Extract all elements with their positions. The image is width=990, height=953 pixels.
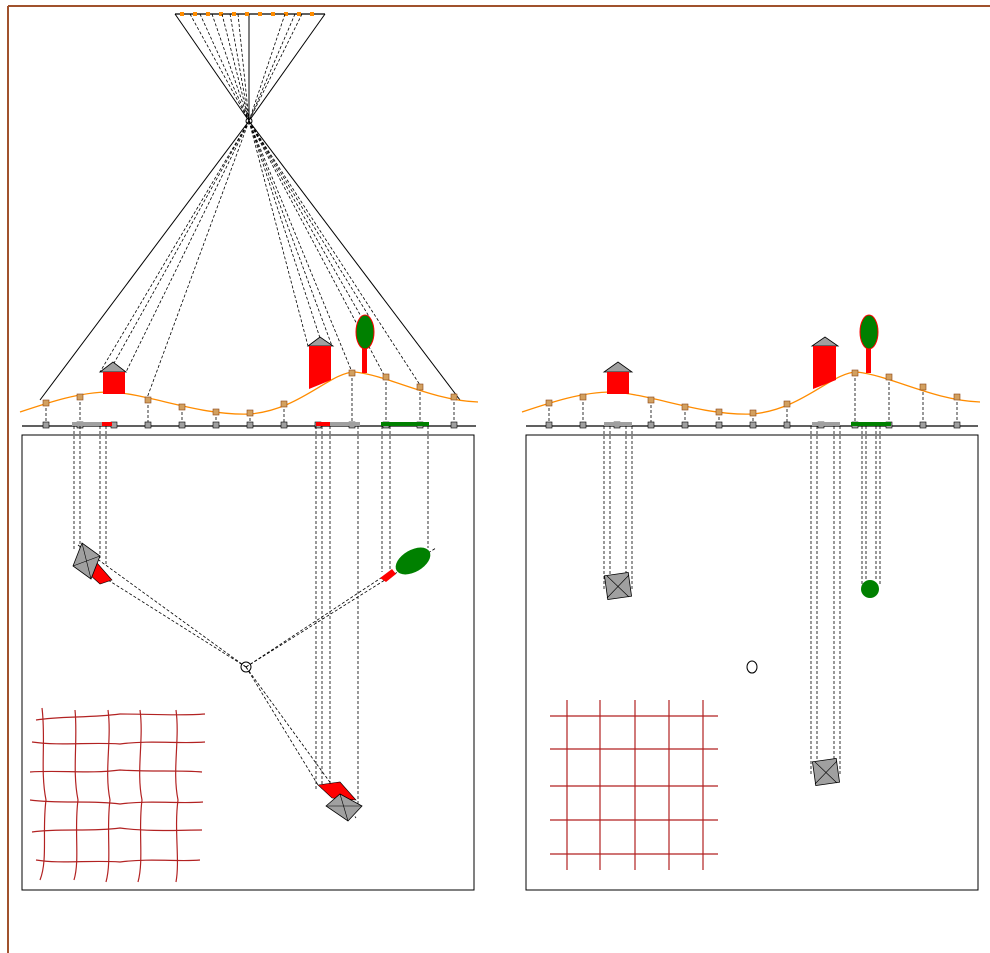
outer-frame xyxy=(7,5,990,953)
central-projection-panel xyxy=(19,12,479,891)
terrain-profile xyxy=(19,371,479,415)
terrain-samples xyxy=(42,369,458,423)
camera-cone xyxy=(174,12,326,125)
tree-topview-icon xyxy=(380,547,431,582)
house-topview-icon xyxy=(603,571,633,601)
distorted-grid xyxy=(29,707,206,883)
projection-rays xyxy=(99,120,421,399)
house-topview-icon xyxy=(811,757,841,787)
regular-grid xyxy=(550,700,718,870)
house-icon xyxy=(810,336,840,389)
map-frame xyxy=(525,434,979,891)
terrain-profile xyxy=(521,371,981,415)
tree-icon xyxy=(859,314,879,373)
house-topview-icon xyxy=(72,542,113,585)
vertical-projection-lines xyxy=(603,426,881,775)
house-icon xyxy=(98,361,128,394)
ground-baseline xyxy=(526,421,978,429)
orthogonal-projection-panel xyxy=(521,314,981,891)
house-topview-icon xyxy=(317,781,363,822)
tree-icon xyxy=(355,314,375,373)
terrain-samples xyxy=(545,369,961,423)
house-icon xyxy=(602,361,634,394)
nadir-point xyxy=(746,660,758,674)
field-of-view xyxy=(39,120,461,401)
house-icon xyxy=(306,336,335,389)
map-frame xyxy=(21,434,475,891)
map-rays xyxy=(77,544,437,819)
ground-baseline xyxy=(22,421,476,429)
vertical-projection-lines xyxy=(73,426,429,810)
image-plane-markers xyxy=(180,12,314,16)
tree-topview-icon xyxy=(861,580,879,598)
